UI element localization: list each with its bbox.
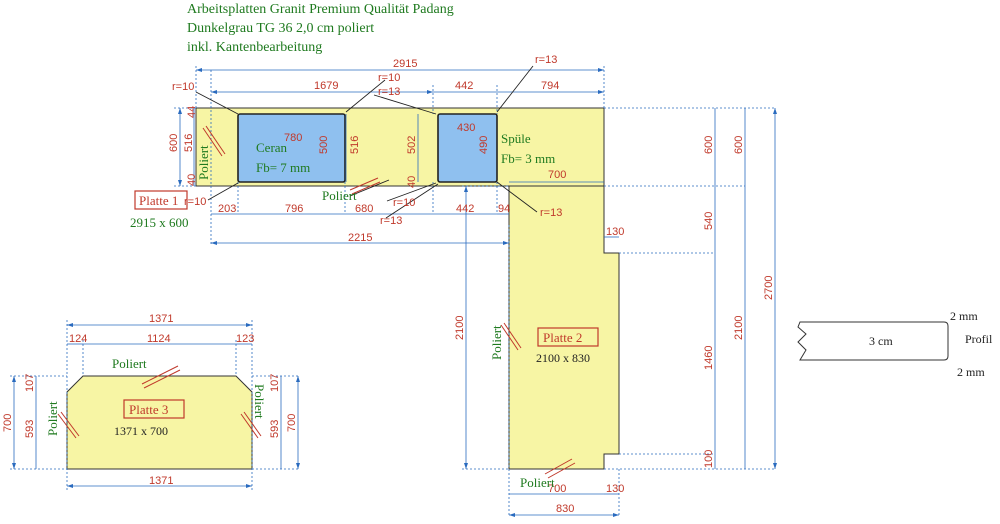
plate-3-label-box [123, 399, 185, 419]
dim-442-bottom: 442 [456, 203, 474, 215]
poliert-plate3-top: Poliert [112, 356, 147, 371]
radius-r10-a: r=10 [172, 81, 194, 93]
dim-2100-left: 2100 [454, 316, 466, 340]
radius-r10-d: r=10 [393, 197, 415, 209]
dim-2100-right: 2100 [733, 316, 745, 340]
dim-593-left: 593 [24, 420, 36, 438]
plate-3-name: Platte 3 [129, 402, 168, 417]
plate-1-name: Platte 1 [139, 193, 178, 208]
dim-2915-top: 2915 [393, 58, 417, 70]
dim-107-left: 107 [24, 374, 36, 392]
ceran-cutout [237, 113, 346, 183]
dim-40-mid: 40 [406, 176, 418, 188]
ceran-fb: Fb= 7 mm [256, 160, 310, 175]
plate-2-name: Platte 2 [543, 330, 582, 345]
dim-1371-bottom: 1371 [149, 475, 173, 487]
plate-2-size: 2100 x 830 [536, 351, 590, 365]
radius-r13-c: r=13 [380, 215, 402, 227]
dim-40-left: 40 [186, 174, 198, 186]
dim-1124: 1124 [147, 333, 171, 345]
dim-123: 123 [236, 333, 254, 345]
dim-44: 44 [186, 106, 198, 118]
dim-442-top: 442 [455, 80, 473, 92]
dim-130-bottom: 130 [606, 483, 624, 495]
dim-794: 794 [541, 80, 559, 92]
header-line-1: Arbeitsplatten Granit Premium Qualität P… [187, 2, 454, 17]
radius-r13-d: r=13 [540, 207, 562, 219]
dim-796: 796 [285, 203, 303, 215]
dim-780: 780 [284, 132, 302, 144]
dim-490: 490 [478, 136, 490, 154]
dim-124: 124 [69, 333, 87, 345]
dim-107-right: 107 [269, 374, 281, 392]
sink-label: Spüle [501, 131, 531, 146]
dim-600-right-a: 600 [703, 136, 715, 154]
dim-1679: 1679 [314, 80, 338, 92]
radius-r13-b: r=13 [535, 54, 557, 66]
poliert-plate2-left: Poliert [489, 325, 504, 360]
sink-cutout [437, 113, 498, 183]
profile-bottom-radius: 2 mm [957, 365, 985, 379]
dim-100: 100 [703, 450, 715, 468]
ceran-label: Ceran [256, 140, 288, 155]
plate-2-label-box [537, 327, 599, 347]
radius-r13-a: r=13 [378, 86, 400, 98]
dim-203: 203 [218, 203, 236, 215]
poliert-plate1-left: Poliert [196, 145, 211, 180]
dim-593-right: 593 [269, 420, 281, 438]
dim-700-p3-right: 700 [286, 414, 298, 432]
poliert-plate2-bottom: Poliert [520, 475, 555, 490]
profile-shape [797, 321, 949, 361]
sink-fb: Fb= 3 mm [501, 151, 555, 166]
dim-700-top: 700 [548, 169, 566, 181]
header-line-2: Dunkelgrau TG 36 2,0 cm poliert [187, 21, 375, 36]
dim-516-mid: 516 [349, 136, 361, 154]
edge-profile: 3 cm 2 mm 2 mm Profil [797, 309, 993, 379]
extension-lines [10, 66, 775, 515]
radius-r10-b: r=10 [378, 72, 400, 84]
dimension-labels: 2915 1679 442 794 780 430 203 796 680 44… [2, 54, 775, 515]
header-line-3: inkl. Kantenbearbeitung [187, 40, 323, 55]
poliert-plate3-right: Poliert [252, 384, 267, 419]
dim-830: 830 [556, 503, 574, 515]
dim-500: 500 [318, 136, 330, 154]
radius-leaders [195, 65, 538, 219]
poliert-plate3-left: Poliert [45, 401, 60, 436]
dim-680: 680 [355, 203, 373, 215]
dim-2215: 2215 [348, 232, 372, 244]
plate-1-label-box [134, 190, 188, 210]
dim-700-bottom: 700 [548, 483, 566, 495]
dim-540: 540 [703, 212, 715, 230]
dim-600-right-b: 600 [733, 136, 745, 154]
dimension-lines [13, 69, 776, 516]
dim-1460: 1460 [703, 346, 715, 370]
radius-r10-c: r=10 [184, 196, 206, 208]
dim-600-left: 600 [168, 134, 180, 152]
polish-marks [57, 125, 576, 479]
profile-thickness: 3 cm [869, 334, 893, 348]
plate-1-size: 2915 x 600 [130, 215, 189, 230]
dimension-arrows [12, 68, 777, 517]
dim-502: 502 [406, 136, 418, 154]
dim-94: 94 [498, 203, 510, 215]
dim-130-top: 130 [606, 226, 624, 238]
plate-3-shape [66, 375, 253, 470]
dim-1371-top: 1371 [149, 313, 173, 325]
dim-516-left: 516 [183, 134, 195, 152]
profile-label: Profil [965, 332, 993, 346]
plate-3-size: 1371 x 700 [114, 424, 168, 438]
dim-430: 430 [457, 122, 475, 134]
dim-2700: 2700 [763, 276, 775, 300]
profile-top-radius: 2 mm [950, 309, 978, 323]
poliert-plate1-bottom: Poliert [322, 188, 357, 203]
dim-700-p3-left: 700 [2, 414, 14, 432]
